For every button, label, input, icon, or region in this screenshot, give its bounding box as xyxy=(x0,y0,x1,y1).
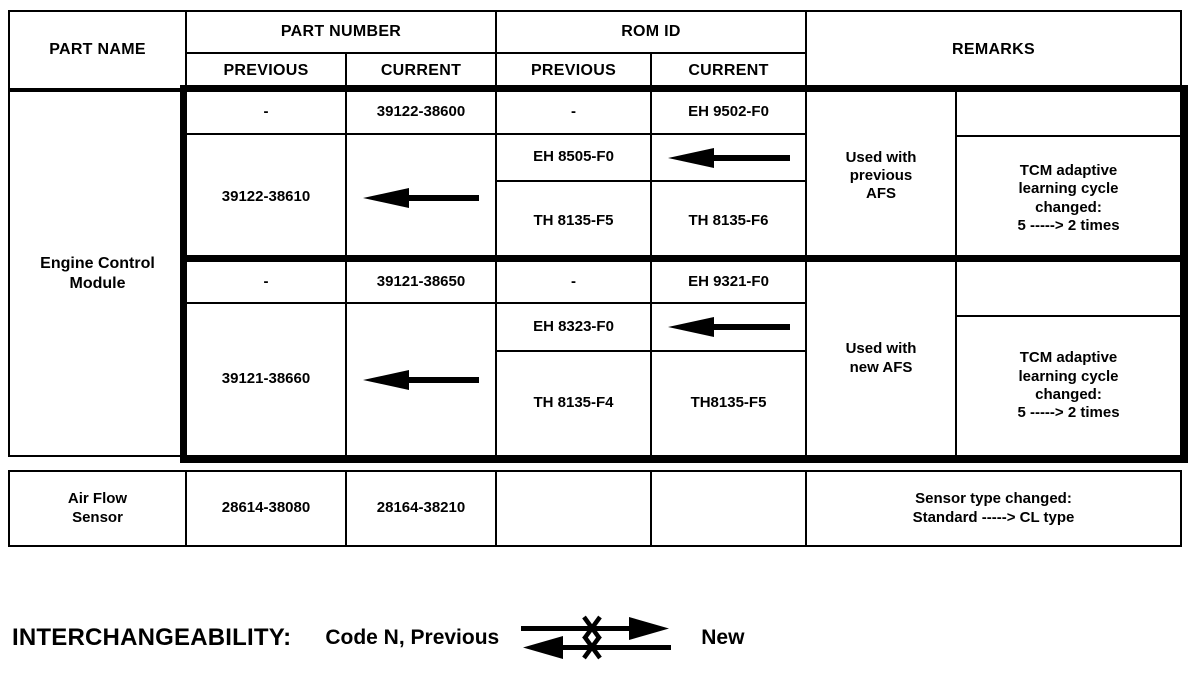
interchangeability-legend: INTERCHANGEABILITY: Code N, Previous New xyxy=(12,612,744,664)
cell-b1-rom-current: EH 9502-F0 xyxy=(650,90,807,135)
cell-afs-rom-current xyxy=(650,470,807,547)
header-remarks-label: REMARKS xyxy=(952,41,1035,59)
remark-line: learning cycle xyxy=(1018,180,1119,198)
cell-b1-rom-row1-previous: EH 8505-F0 xyxy=(495,133,652,182)
cell-text: TH8135-F5 xyxy=(690,394,767,412)
cell-text: 39122-38610 xyxy=(221,188,311,206)
cell-b1-rom-row1-arrow xyxy=(650,133,807,182)
remark-line: new AFS xyxy=(849,358,913,376)
remark-line: 5 -----> 2 times xyxy=(1017,216,1120,234)
cell-b2-pn-previous-dash: - xyxy=(185,260,347,304)
cell-b1-pn-previous: 39122-38610 xyxy=(185,133,347,262)
cell-b1-rom-row2-previous: TH 8135-F5 xyxy=(495,180,652,262)
header-rom-id: ROM ID xyxy=(495,10,807,54)
legend-code-text: Code N, Previous xyxy=(325,626,500,649)
left-arrow-icon xyxy=(667,317,790,337)
remark-line: previous xyxy=(849,166,913,184)
ecm-part-name-line: Module xyxy=(69,274,126,292)
cell-text: TH 8135-F4 xyxy=(533,394,614,412)
header-rom-current: CURRENT xyxy=(650,52,807,90)
cell-b1-remark-usage: Used with previous AFS xyxy=(805,90,957,262)
cell-text: - xyxy=(263,103,269,121)
header-rom-current-label: CURRENT xyxy=(688,62,769,80)
not-interchangeable-arrows-icon xyxy=(521,615,672,660)
cell-text: TH 8135-F5 xyxy=(533,211,614,229)
remark-line: Sensor type changed: xyxy=(915,490,1072,508)
header-rom-previous: PREVIOUS xyxy=(495,52,652,90)
cell-b2-rom-row1-previous: EH 8323-F0 xyxy=(495,302,652,352)
cell-b2-rom-row1-arrow xyxy=(650,302,807,352)
cell-afs-pn-current: 28164-38210 xyxy=(345,470,497,547)
cell-b1-pn-current: 39122-38600 xyxy=(345,90,497,135)
cell-b2-pn-current: 39121-38650 xyxy=(345,260,497,304)
cell-b2-pn-previous: 39121-38660 xyxy=(185,302,347,457)
left-arrow-icon xyxy=(363,369,479,390)
remark-line: AFS xyxy=(866,185,896,203)
cell-b1-rom-row2-current: TH 8135-F6 xyxy=(650,180,807,262)
cell-b1-remark-empty xyxy=(955,90,1182,137)
header-part-number: PART NUMBER xyxy=(185,10,497,54)
cell-text: EH 9321-F0 xyxy=(688,272,769,290)
ecm-block-divider xyxy=(180,255,1188,262)
cell-text: TH 8135-F6 xyxy=(688,211,769,229)
header-part-number-label: PART NUMBER xyxy=(280,23,402,41)
cell-b2-remark-empty xyxy=(955,260,1182,317)
header-remarks: REMARKS xyxy=(805,10,1182,90)
ecm-part-name-line: Engine Control xyxy=(40,254,155,272)
cell-b2-remark-usage: Used with new AFS xyxy=(805,260,957,457)
header-pn-previous-label: PREVIOUS xyxy=(223,62,309,80)
header-pn-current: CURRENT xyxy=(345,52,497,90)
header-part-name-label: PART NAME xyxy=(49,41,146,59)
header-rom-previous-label: PREVIOUS xyxy=(530,62,617,80)
cell-text: EH 8505-F0 xyxy=(533,148,614,166)
cell-b2-rom-row2-current: TH8135-F5 xyxy=(650,350,807,457)
cell-text: - xyxy=(263,272,269,290)
cell-b2-remark-detail: TCM adaptive learning cycle changed: 5 -… xyxy=(955,315,1182,457)
cell-text: 28614-38080 xyxy=(221,499,311,517)
cell-text: Air Flow xyxy=(67,490,128,508)
cell-text: 39121-38660 xyxy=(221,370,311,388)
cell-b1-rom-previous-dash: - xyxy=(495,90,652,135)
interchangeability-table: PART NAME PART NUMBER ROM ID REMARKS PRE… xyxy=(8,10,1188,549)
cell-text: 39121-38650 xyxy=(376,272,466,290)
cell-b2-rom-current: EH 9321-F0 xyxy=(650,260,807,304)
legend-new-label: New xyxy=(701,626,745,649)
cell-b2-rom-row2-previous: TH 8135-F4 xyxy=(495,350,652,457)
remark-line: Standard -----> CL type xyxy=(912,508,1075,526)
cell-text: EH 8323-F0 xyxy=(533,317,614,335)
cell-text: - xyxy=(571,103,576,121)
remark-line: Used with xyxy=(845,148,917,166)
header-rom-id-label: ROM ID xyxy=(621,23,681,41)
cell-ecm-part-name: Engine Control Module xyxy=(8,90,187,457)
cell-b2-pn-current-arrow xyxy=(345,302,497,457)
cell-text: Sensor xyxy=(72,508,123,526)
header-part-name: PART NAME xyxy=(8,10,187,90)
header-pn-previous: PREVIOUS xyxy=(185,52,347,90)
left-arrow-icon xyxy=(667,147,790,168)
cell-afs-pn-previous: 28614-38080 xyxy=(185,470,347,547)
cell-afs-part-name: Air Flow Sensor xyxy=(8,470,187,547)
header-pn-current-label: CURRENT xyxy=(380,62,462,80)
cell-b1-remark-detail: TCM adaptive learning cycle changed: 5 -… xyxy=(955,135,1182,262)
cell-b1-pn-current-arrow xyxy=(345,133,497,262)
left-arrow-icon xyxy=(363,187,479,208)
cell-b2-rom-previous-dash: - xyxy=(495,260,652,304)
cell-text: - xyxy=(571,272,576,290)
remark-line: 5 -----> 2 times xyxy=(1017,404,1120,422)
cell-text: EH 9502-F0 xyxy=(688,103,769,121)
cell-text: 28164-38210 xyxy=(376,499,466,517)
cell-text: 39122-38600 xyxy=(376,103,466,121)
cell-afs-remark: Sensor type changed: Standard -----> CL … xyxy=(805,470,1182,547)
remark-line: TCM adaptive xyxy=(1019,161,1118,179)
remark-line: learning cycle xyxy=(1018,367,1119,385)
remark-line: TCM adaptive xyxy=(1019,349,1118,367)
remark-line: changed: xyxy=(1035,198,1102,216)
cell-b1-pn-previous-dash: - xyxy=(185,90,347,135)
legend-label: INTERCHANGEABILITY: xyxy=(12,624,292,651)
remark-line: Used with xyxy=(845,340,917,358)
remark-line: changed: xyxy=(1035,386,1102,403)
cell-afs-rom-previous xyxy=(495,470,652,547)
